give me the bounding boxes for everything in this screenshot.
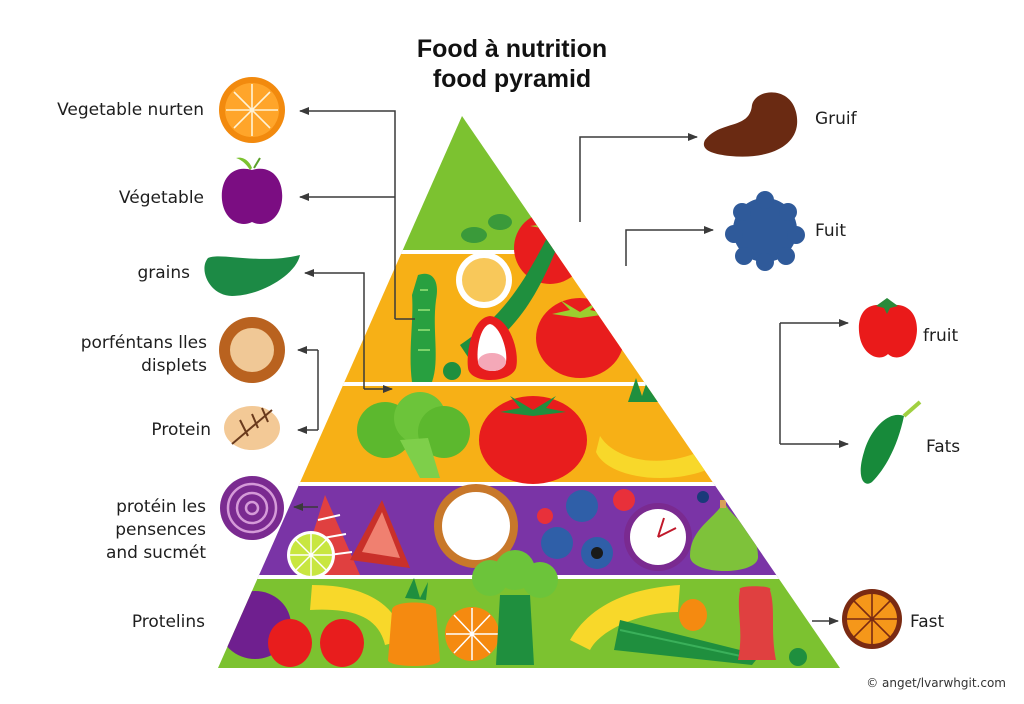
- red-onion-icon: [220, 476, 284, 540]
- label-fruit: fruit: [923, 326, 959, 346]
- cucumber-icon: [614, 620, 760, 665]
- grain-bowl-icon: [219, 317, 285, 383]
- broccoli-icon: [357, 392, 470, 478]
- cauliflower-icon: [434, 484, 518, 568]
- label-protelins: Protelins: [131, 612, 205, 632]
- chocolate-drop-icon: [703, 92, 798, 157]
- nut-icon: [624, 314, 676, 348]
- pepper-icon: [268, 619, 312, 667]
- grape-icon: [789, 648, 807, 666]
- blueberry-icon: [566, 490, 598, 522]
- plum-icon: [221, 157, 283, 224]
- label-vegetable: Végetable: [118, 188, 204, 208]
- page-title: Food à nutrition food pyramid: [0, 34, 1024, 94]
- pepper-icon: [320, 619, 364, 667]
- label-fats: Fats: [926, 437, 961, 457]
- label-fuit: Fuit: [815, 221, 847, 241]
- broccoli-icon: [472, 550, 558, 665]
- label-protein-pensences: protéin les pensences and sucmét: [105, 497, 206, 563]
- leaf-icon: [515, 147, 538, 180]
- tomato-icon: [858, 298, 917, 358]
- leaf-icon: [461, 227, 487, 243]
- connectors: [293, 107, 849, 625]
- blueberry-icon: [541, 527, 573, 559]
- nut-icon: [576, 259, 628, 293]
- strawberry-icon: [738, 586, 776, 660]
- orange-slice-icon: [842, 589, 902, 649]
- blueberries-icon: [725, 191, 805, 271]
- label-fast: Fast: [910, 612, 945, 632]
- title-line-2: food pyramid: [432, 65, 592, 93]
- label-grains: grains: [137, 263, 190, 283]
- blueberry-icon: [697, 491, 709, 503]
- orange-slice-icon: [445, 607, 499, 661]
- tomato-icon: [479, 396, 587, 484]
- orange-slice-icon: [219, 77, 285, 143]
- cucumber-icon: [410, 273, 438, 382]
- wheat-icon: [224, 406, 280, 450]
- leaf-icon: [488, 214, 512, 230]
- plantain-icon: [570, 585, 680, 650]
- clock-icon: [624, 503, 692, 571]
- label-protein: Protein: [151, 420, 211, 440]
- carrot-icon: [388, 578, 440, 666]
- lime-icon: [287, 531, 335, 579]
- title-line-1: Food à nutrition: [416, 35, 608, 63]
- carrot-icon: [679, 599, 707, 631]
- tomato-icon: [536, 298, 624, 378]
- leaf-icon: [537, 182, 559, 198]
- rose-apple-icon: [467, 316, 517, 380]
- label-porfentans-displets: porféntans lles displets: [80, 333, 207, 376]
- label-gruif: Gruif: [815, 109, 857, 129]
- credit-text: © anget/lvarwhgit.com: [866, 676, 1006, 690]
- green-bean-icon: [204, 255, 300, 296]
- cucumber-icon: [860, 400, 922, 484]
- pear-icon: [690, 500, 759, 571]
- strawberry-icon: [537, 508, 553, 524]
- label-vegetable-nurten: Vegetable nurten: [57, 100, 204, 120]
- grape-icon: [443, 362, 461, 380]
- bread-roll-icon: [456, 252, 512, 308]
- strawberry-icon: [613, 489, 635, 511]
- sandwich-icon: [350, 500, 410, 568]
- plantain-icon: [310, 585, 405, 645]
